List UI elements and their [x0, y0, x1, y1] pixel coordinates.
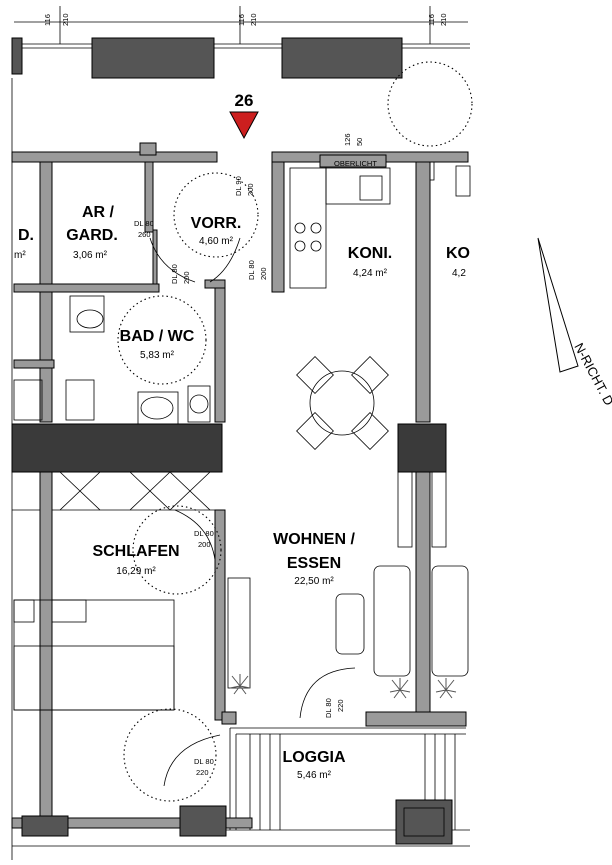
loggia-area: [221, 711, 470, 831]
top-dimensions: 116 210 116 210 116 210: [14, 6, 468, 44]
bottom-facade: [11, 799, 470, 847]
dim-right-top: 116: [427, 14, 436, 26]
room-schlafen-area: 16,29 m²: [116, 566, 156, 577]
unit-marker: 26: [229, 91, 259, 140]
door-dl80-200-left-b: 200: [182, 271, 191, 284]
walls-upper: [11, 142, 469, 423]
dim-50: 50: [355, 138, 364, 146]
dim-left-top: 116: [43, 14, 52, 26]
room-ko-partial-area: 4,2: [452, 268, 466, 279]
room-schlafen-name: SCHLAFEN: [92, 543, 179, 560]
right-column: [397, 161, 447, 713]
left-partial-d: D.: [18, 227, 34, 244]
door-dl80-200-right-a: DL 80: [247, 260, 256, 280]
door-dl80-200-left-a: DL 80: [170, 264, 179, 284]
bed: [13, 599, 175, 711]
window-left: [11, 37, 23, 75]
unit-marker-triangle: [229, 111, 259, 140]
room-bad-name: BAD / WC: [120, 328, 195, 345]
door-dl80-200-schlafen-b: 200: [198, 540, 211, 549]
door-dl80-260-b: 260: [138, 230, 151, 239]
room-loggia-name: LOGGIA: [282, 749, 346, 766]
door-dl80-220-loggia-a: DL 80: [194, 757, 214, 766]
bathroom-fixtures: [13, 295, 211, 425]
door-dl80-220-loggia-b: 220: [196, 768, 209, 777]
beam-band: [11, 423, 223, 511]
schlafen-wall: [214, 509, 226, 721]
door-dl90-200-b: 200: [246, 183, 255, 196]
door-dl80-200-schlafen-a: DL 80: [194, 529, 214, 538]
plant-icons: [229, 674, 457, 699]
room-koni-name: KONI.: [348, 245, 392, 262]
room-ar-area: 3,06 m²: [73, 250, 108, 261]
dim-mid-top: 116: [237, 14, 246, 26]
north-arrow: N-RICHT. D: [537, 237, 612, 408]
room-wohnen-line1: WOHNEN /: [273, 531, 355, 548]
north-label: N-RICHT. D: [571, 340, 612, 408]
room-koni-area: 4,24 m²: [353, 268, 388, 279]
dim-126: 126: [343, 133, 352, 146]
dim-mid-bottom: 210: [249, 13, 258, 26]
window-b: [281, 37, 403, 79]
room-ar-line2: GARD.: [66, 227, 118, 244]
door-dl80-200-right-b: 200: [259, 267, 268, 280]
dining-table: [296, 356, 389, 450]
living-furniture: [227, 565, 469, 689]
svg-text:26: 26: [235, 91, 254, 110]
window-a: [91, 37, 215, 79]
door-dl80-220-wohnen-a: DL 80: [324, 698, 333, 718]
room-bad-area: 5,83 m²: [140, 350, 175, 361]
room-wohnen-line2: ESSEN: [287, 555, 341, 572]
kitchen-counter: [289, 161, 471, 289]
room-ko-partial-name: KO: [446, 245, 470, 262]
left-partial-m2: m²: [14, 250, 26, 261]
room-loggia-area: 5,46 m²: [297, 770, 332, 781]
room-ar-line1: AR /: [82, 204, 115, 221]
door-dl80-220-wohnen-b: 220: [336, 699, 345, 712]
door-swings: [117, 172, 356, 802]
door-swing-top-right: [387, 61, 473, 147]
door-dl90-200-a: DL 90: [234, 176, 243, 196]
overhead-label: OBERLICHT: [334, 159, 377, 168]
dim-left-bottom: 210: [61, 13, 70, 26]
dim-right-bottom: 210: [439, 13, 448, 26]
room-wohnen-area: 22,50 m²: [294, 576, 334, 587]
room-vorr-name: VORR.: [191, 215, 242, 232]
room-vorr-area: 4,60 m²: [199, 236, 234, 247]
left-column: [39, 471, 53, 823]
door-dl80-260-a: DL 80: [134, 219, 154, 228]
top-facade: [11, 37, 470, 860]
